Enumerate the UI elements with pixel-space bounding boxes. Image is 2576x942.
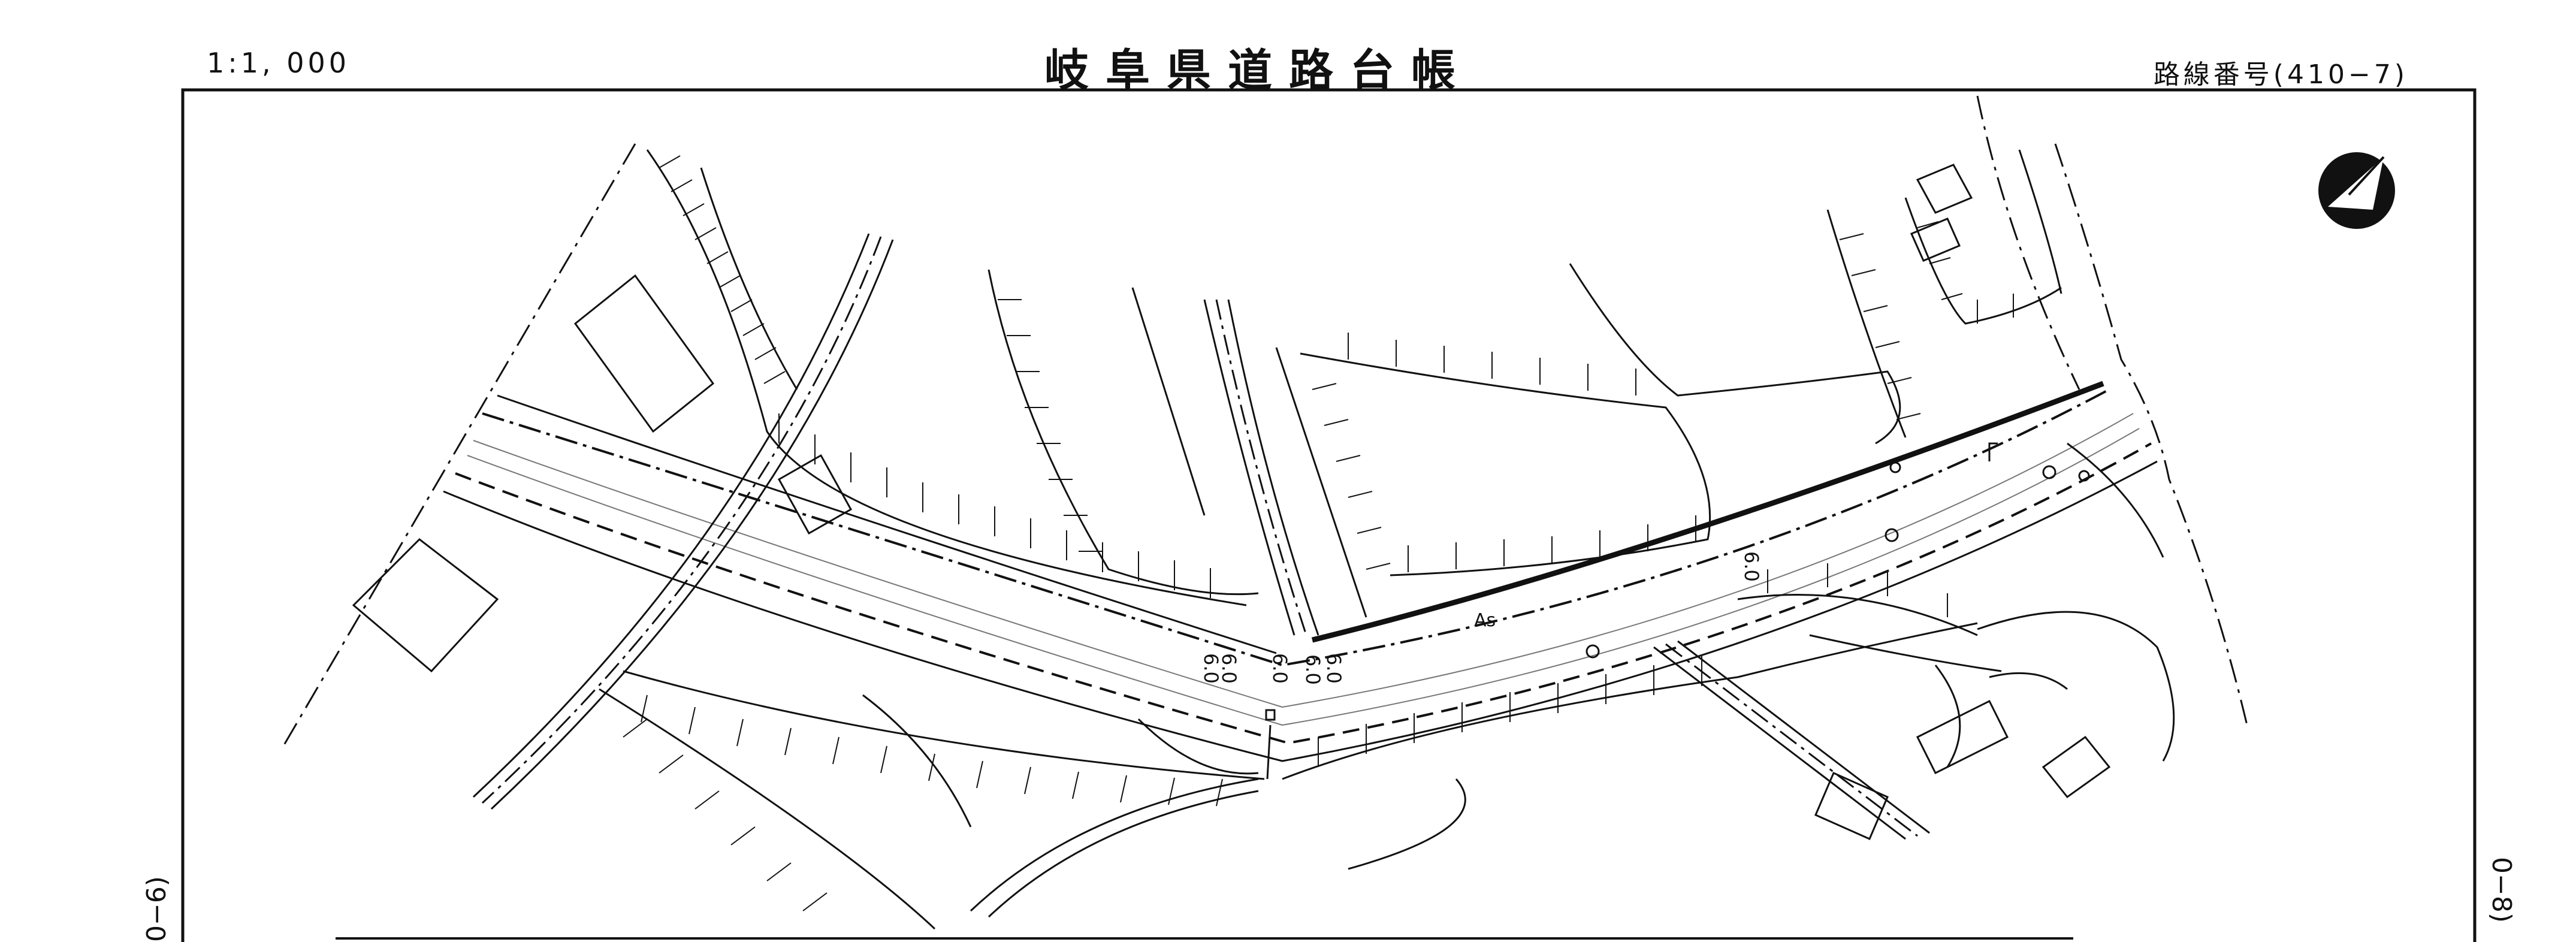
hachure-ticks xyxy=(623,155,2014,911)
marker xyxy=(1889,461,1901,473)
map-title: 岐阜県道路台帳 xyxy=(1044,45,1472,96)
road-width-label: 6.0 xyxy=(1200,653,1222,684)
building xyxy=(1916,164,1973,214)
road-width-label: 6.0 xyxy=(1218,653,1240,684)
marker xyxy=(1885,528,1899,542)
road-features xyxy=(1265,442,2090,780)
pavement-label: As xyxy=(1474,610,1496,631)
building xyxy=(2042,735,2111,799)
building xyxy=(777,454,853,535)
boundary-lines xyxy=(280,95,2248,750)
building xyxy=(352,538,499,673)
drain-box xyxy=(1265,709,1276,721)
map-annotations: As 6.0 6.0 6.0 6.0 6.0 6.0 xyxy=(1200,551,1763,685)
road-width-label: 6.0 xyxy=(1269,653,1291,684)
marker xyxy=(1586,644,1600,659)
road-width-label: 6.0 xyxy=(1301,654,1324,685)
map-frame xyxy=(181,88,2477,942)
marker xyxy=(2078,470,2090,482)
marker xyxy=(2042,465,2056,479)
main-road xyxy=(443,381,2158,762)
building xyxy=(1814,772,1889,840)
road-width-label: 6.0 xyxy=(1740,551,1763,582)
route-number: 路線番号(410−7) xyxy=(2153,59,2408,90)
slope-hachures xyxy=(599,149,2175,930)
building xyxy=(1910,218,1961,262)
road-width-label: 6.0 xyxy=(1322,653,1345,684)
buildings xyxy=(352,164,2111,840)
side-roads xyxy=(472,233,2164,918)
building xyxy=(573,274,715,433)
north-arrow-icon xyxy=(2318,152,2395,229)
building xyxy=(1916,699,2009,775)
scale-label: 1:1, 000 xyxy=(207,47,351,79)
